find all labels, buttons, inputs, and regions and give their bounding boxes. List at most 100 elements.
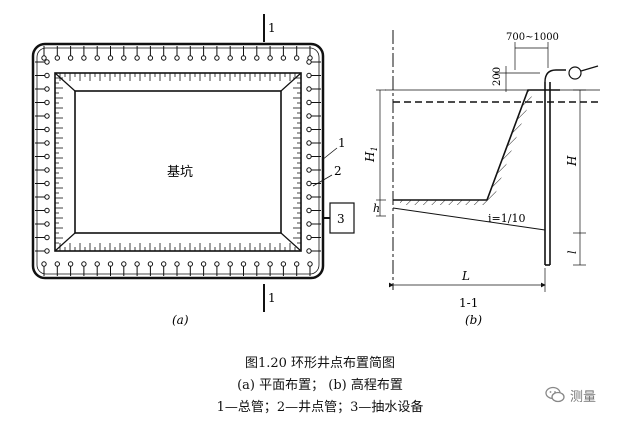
elevation-view: 700~1000 200 H1 h H l i=1/10 L 1-1 (b) bbox=[363, 30, 600, 327]
wellpoint bbox=[306, 180, 312, 187]
wellpoint bbox=[161, 261, 167, 267]
wellpoint bbox=[187, 261, 194, 267]
wellpoint bbox=[306, 153, 312, 160]
header-pipe-section bbox=[568, 66, 582, 80]
wellpoint bbox=[280, 55, 287, 61]
wellpoint bbox=[121, 55, 127, 61]
wellpoint bbox=[44, 207, 50, 214]
wellpoint bbox=[44, 86, 50, 92]
wellpoint bbox=[267, 261, 273, 267]
plan-view: 基坑 1 1 1 2 3 (a) bbox=[31, 14, 355, 327]
wellpoint bbox=[240, 55, 247, 61]
drawdown-curve bbox=[392, 207, 546, 231]
slope-hatching bbox=[55, 73, 301, 251]
wellpoint bbox=[44, 72, 50, 79]
section-mark-bottom: 1 bbox=[268, 291, 276, 305]
wellpoint bbox=[214, 55, 220, 61]
caption-line-2: (a) 平面布置； (b) 高程布置 bbox=[237, 378, 403, 393]
wellpoint bbox=[227, 261, 233, 267]
pit-bottom bbox=[74, 90, 282, 234]
wellpoint bbox=[254, 55, 260, 61]
label-L: L bbox=[461, 269, 470, 283]
label-H1: H1 bbox=[363, 146, 379, 163]
wellpoint bbox=[94, 261, 100, 267]
wellpoint bbox=[306, 234, 312, 241]
label-h: h bbox=[373, 202, 380, 215]
wellpoint bbox=[44, 126, 50, 133]
wellpoint bbox=[306, 140, 312, 146]
wellpoint bbox=[44, 167, 50, 173]
wellpoint bbox=[44, 234, 50, 241]
wellpoint bbox=[306, 167, 312, 173]
dim-700-1000: 700~1000 bbox=[506, 32, 559, 43]
wellpoint bbox=[44, 180, 50, 187]
callout-2: 2 bbox=[334, 164, 342, 178]
caption-line-3: 1—总管；2—井点管；3—抽水设备 bbox=[216, 400, 424, 415]
wellpoint bbox=[161, 55, 167, 61]
wellpoint bbox=[306, 126, 312, 133]
wellpoint bbox=[44, 59, 50, 65]
wellpoint bbox=[67, 261, 74, 267]
wellpoint bbox=[41, 55, 47, 61]
wellpoint bbox=[306, 194, 312, 200]
pit-label: 基坑 bbox=[167, 165, 193, 180]
slope-label: i=1/10 bbox=[488, 212, 525, 225]
wellpoint bbox=[200, 261, 207, 267]
wellpoint bbox=[227, 55, 233, 61]
wellpoint bbox=[306, 72, 312, 79]
wellpoint bbox=[44, 248, 50, 254]
wellpoint bbox=[81, 55, 87, 61]
wellpoint bbox=[254, 261, 260, 267]
wechat-logo-icon bbox=[545, 386, 565, 403]
section-mark-top: 1 bbox=[268, 21, 276, 35]
wellpoint bbox=[81, 261, 87, 267]
wellpoint bbox=[44, 194, 50, 200]
label-H: H bbox=[565, 155, 579, 167]
wellpoint bbox=[174, 55, 180, 61]
wellpoint-pipes bbox=[35, 46, 321, 276]
callout-3: 3 bbox=[337, 212, 345, 226]
pumping-equipment bbox=[329, 202, 355, 234]
wellpoint bbox=[214, 261, 220, 267]
wellpoint bbox=[294, 261, 300, 267]
panel-label-a: (a) bbox=[172, 313, 189, 327]
wellpoint bbox=[307, 261, 313, 267]
wellpoint bbox=[306, 59, 312, 65]
wellpoint bbox=[44, 99, 50, 106]
wellpoint bbox=[94, 55, 100, 61]
wellpoint bbox=[44, 113, 50, 119]
wellpoint bbox=[44, 221, 50, 227]
wellpoint bbox=[280, 261, 287, 267]
header-pipe bbox=[31, 42, 325, 280]
wellpoint bbox=[306, 86, 312, 92]
watermark: 测量 bbox=[545, 384, 596, 406]
label-l: l bbox=[566, 250, 579, 254]
figure-title: 图1.20 环形井点布置简图 bbox=[244, 356, 396, 371]
wellpoint bbox=[147, 55, 154, 61]
wellpoint bbox=[147, 261, 154, 267]
wellpoint bbox=[121, 261, 127, 267]
pit-profile bbox=[393, 89, 560, 201]
wellpoint bbox=[67, 55, 74, 61]
wellpoint bbox=[306, 207, 312, 214]
wellpoint bbox=[306, 113, 312, 119]
dim-200: 200 bbox=[492, 67, 503, 86]
wellpoint bbox=[306, 248, 312, 254]
wellpoint bbox=[107, 55, 114, 61]
wellpoint bbox=[107, 261, 114, 267]
wellpoint bbox=[134, 261, 140, 267]
pit-top-edge bbox=[54, 72, 302, 252]
wellpoint bbox=[187, 55, 194, 61]
wellpoint bbox=[306, 221, 312, 227]
wellpoint bbox=[44, 140, 50, 146]
wellpoint bbox=[267, 55, 273, 61]
watermark-text: 测量 bbox=[570, 389, 597, 405]
wellpoint bbox=[306, 99, 312, 106]
wellpoint bbox=[294, 55, 300, 61]
section-title: 1-1 bbox=[459, 296, 478, 310]
wellpoint bbox=[54, 55, 60, 61]
wellpoint bbox=[134, 55, 140, 61]
panel-label-b: (b) bbox=[465, 313, 482, 327]
wellpoint bbox=[41, 261, 47, 267]
